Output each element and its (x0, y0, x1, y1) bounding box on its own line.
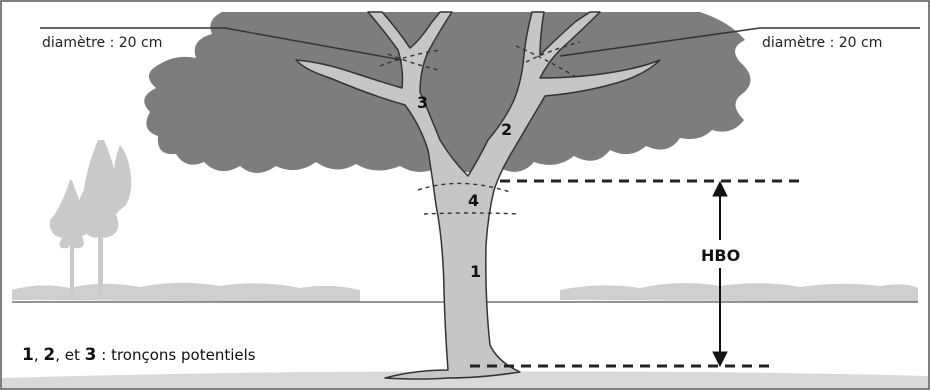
hbo-label: HBO (701, 246, 740, 265)
diameter-left-label: diamètre : 20 cm (42, 35, 162, 51)
section-3-label: 3 (417, 93, 428, 112)
section-1-label: 1 (470, 262, 481, 281)
legend: 1, 2, et 3 : tronçons potentiels (22, 345, 256, 365)
section-4-label: 4 (468, 191, 479, 210)
legend-separator-1: , (34, 346, 44, 364)
legend-number-3: 3 (85, 345, 97, 365)
legend-text: : tronçons potentiels (97, 346, 256, 364)
section-2-label: 2 (501, 120, 512, 139)
tree-canopy (144, 12, 750, 173)
legend-number-2: 2 (43, 345, 55, 365)
legend-separator-2: , et (55, 346, 84, 364)
legend-number-1: 1 (22, 345, 34, 365)
diameter-right-label: diamètre : 20 cm (762, 35, 882, 51)
